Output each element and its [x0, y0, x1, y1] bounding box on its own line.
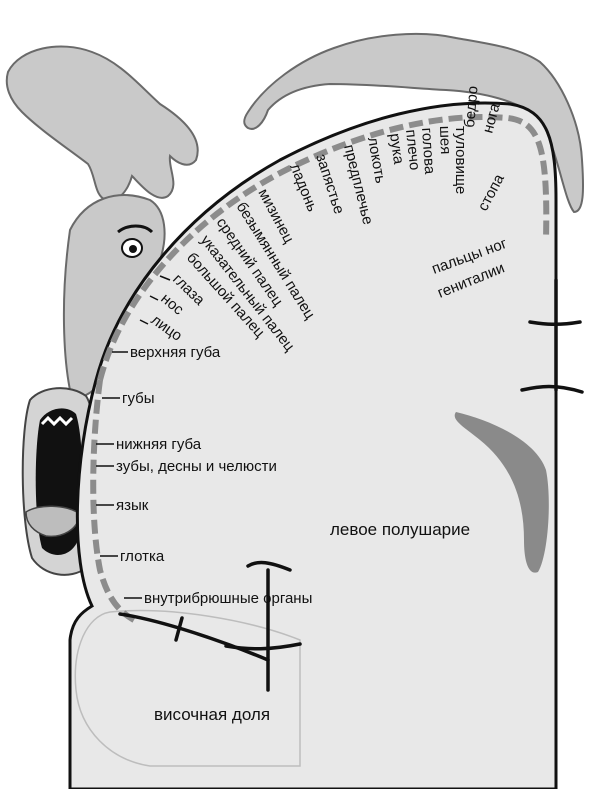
- cortex-band: [97, 113, 550, 381]
- label-arm: рука: [386, 132, 407, 166]
- label-upper-lip: верхняя губа: [130, 344, 221, 361]
- label-abdominal: внутрибрюшные органы: [144, 590, 312, 607]
- pupil-figure: [129, 245, 137, 253]
- teeth-top: [40, 415, 74, 427]
- tongue-figure: [25, 505, 81, 538]
- arm-figure: [243, 32, 584, 214]
- label-head: голова: [418, 127, 438, 175]
- cortex-band-lower: [90, 379, 136, 623]
- sulci: [118, 278, 584, 692]
- label-left-hemisphere: левое полушарие: [330, 520, 470, 539]
- label-tongue: язык: [116, 497, 149, 514]
- label-hip: бедро: [461, 85, 482, 128]
- label-temporal-lobe: височная доля: [154, 705, 270, 724]
- label-trunk: туловище: [452, 126, 469, 194]
- label-neck: шея: [436, 126, 454, 155]
- label-shoulder: плечо: [402, 129, 423, 171]
- label-teeth: зубы, десны и челюсти: [116, 458, 277, 475]
- label-lips: губы: [122, 390, 155, 407]
- label-lower-lip: нижняя губа: [116, 436, 202, 453]
- eyebrow-figure: [117, 224, 154, 234]
- hand-figure: [5, 45, 199, 202]
- label-pharynx: глотка: [120, 548, 165, 565]
- ventricle-shape: [454, 412, 549, 573]
